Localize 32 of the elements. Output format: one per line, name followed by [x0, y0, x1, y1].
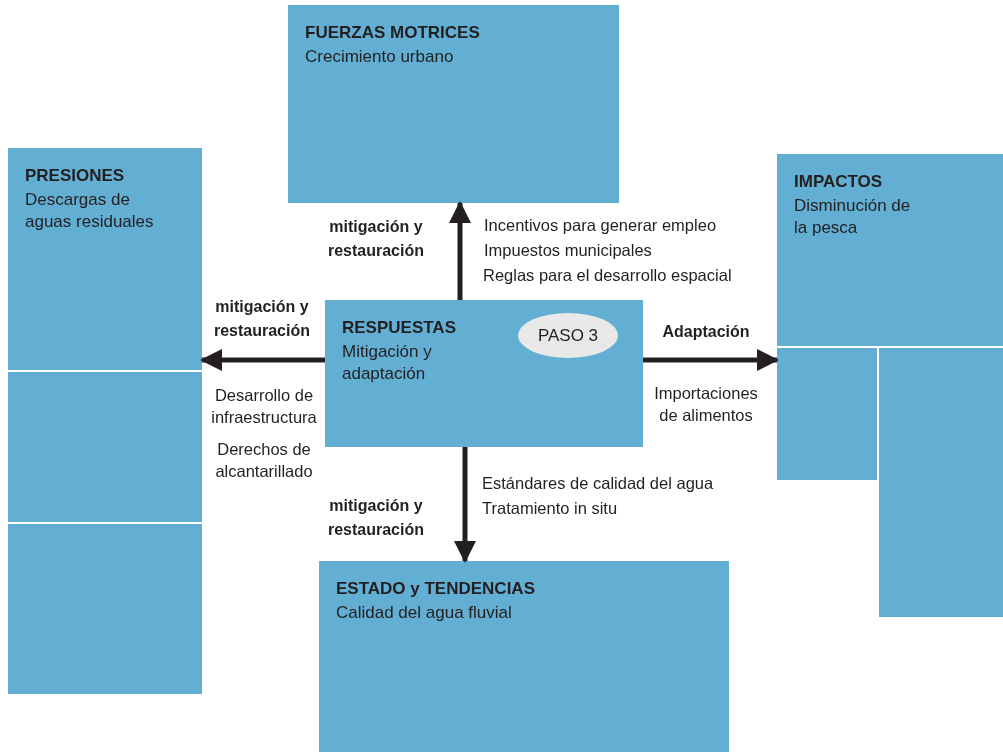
box-text: Mitigación y adaptación [342, 341, 433, 385]
topic-box [777, 154, 1003, 346]
note-text: Desarrollo de infraestructura [210, 385, 318, 428]
box-text: Disminución de la pesca [794, 195, 912, 239]
arrow [449, 201, 471, 300]
box-heading: IMPACTOS [794, 172, 883, 192]
arrow [643, 349, 779, 371]
note-text: Derechos de alcantarillado [214, 439, 314, 482]
step-label: PASO 3 [537, 325, 599, 346]
note-text: Importaciones de alimentos [653, 383, 759, 426]
note-text: Reglas para el desarrollo espacial [483, 265, 733, 286]
empty-box [8, 524, 202, 694]
box-heading: ESTADO y TENDENCIAS [336, 579, 535, 599]
arrow [454, 447, 476, 563]
topic-box [319, 561, 729, 752]
empty-box [879, 348, 1003, 617]
note-text: Incentivos para generar empleo [484, 215, 718, 236]
arrow [200, 349, 325, 371]
topic-box [325, 300, 643, 447]
note-text: Impuestos municipales [484, 240, 653, 261]
note-text: Tratamiento in situ [482, 498, 619, 519]
box-heading: PRESIONES [25, 166, 125, 186]
box-heading: FUERZAS MOTRICES [305, 23, 480, 43]
box-heading: RESPUESTAS [342, 318, 456, 338]
box-text: Calidad del agua fluvial [336, 602, 513, 624]
empty-box [8, 372, 202, 522]
topic-box [8, 148, 202, 370]
box-text: Crecimiento urbano [305, 46, 455, 68]
empty-box [777, 348, 877, 480]
box-text: Descargas de aguas residuales [25, 189, 155, 233]
note-text: Estándares de calidad del agua [482, 473, 715, 494]
topic-box [288, 5, 619, 203]
